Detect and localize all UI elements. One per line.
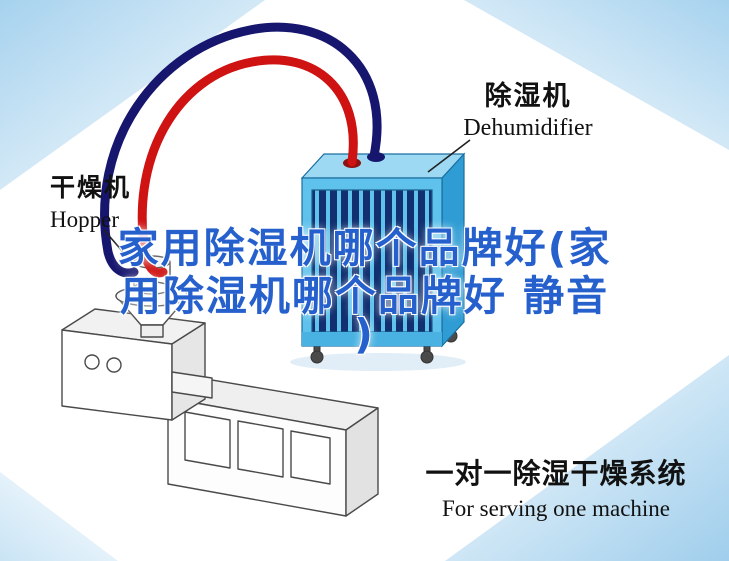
corner-decoration-bottom-left: [0, 472, 118, 561]
hopper-label: 干燥机 Hopper: [50, 168, 180, 233]
hopper-label-en: Hopper: [50, 207, 119, 232]
corner-decoration-bottom-right: [445, 355, 729, 561]
system-caption: 一对一除湿干燥系统 For serving one machine: [406, 452, 706, 522]
corner-decoration-top-right: [464, 0, 729, 150]
system-caption-cn: 一对一除湿干燥系统: [425, 457, 687, 490]
corner-decoration-top-left: [0, 0, 265, 190]
hopper-pointer-line: [103, 229, 131, 261]
dehumidifier-label-en: Dehumidifier: [463, 115, 593, 141]
hopper-machine-illustration: [61, 255, 379, 517]
dehumidifier-vent-panel: [311, 189, 433, 333]
hopper-label-cn: 干燥机: [50, 173, 132, 202]
dehumidifier-label: 除湿机 Dehumidifier: [440, 74, 616, 142]
dehumidifier-side-face: [441, 152, 465, 348]
pipe-navy: [100, 22, 382, 278]
dehumidifier-pointer-line: [427, 139, 471, 173]
system-caption-en: For serving one machine: [441, 496, 671, 521]
dehumidifier-label-cn: 除湿机: [484, 81, 572, 112]
pipe-red: [137, 55, 358, 278]
dehumidifier-illustration: [290, 152, 466, 371]
